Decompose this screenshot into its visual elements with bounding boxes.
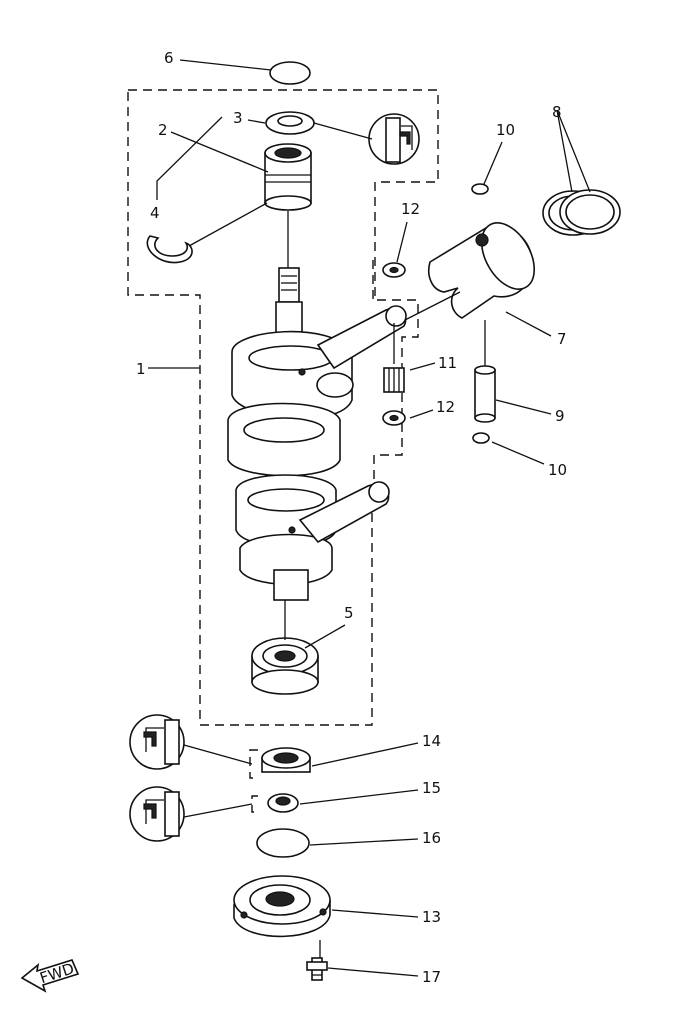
callout-9: 9 [555,407,565,425]
callout-14: 14 [422,732,441,750]
crankshaft-assembly-boundary [127,89,439,726]
part-12-upper-washer [382,262,406,278]
grease-apply-icon [129,714,185,770]
fwd-arrow-icon: FWD [20,959,80,993]
callout-5: 5 [344,604,354,622]
part-13-lower-housing [233,875,331,938]
part-10-upper-clip [471,183,489,195]
callout-15: 15 [422,779,441,797]
callout-8: 8 [552,103,562,121]
part-12-lower-washer [382,410,406,426]
callout-10-bottom: 10 [548,461,567,479]
callout-11: 11 [438,354,457,372]
part-10-lower-clip [472,432,490,444]
callout-2: 2 [158,121,168,139]
part-6-o-ring [269,61,311,85]
part-16-o-ring [256,828,310,858]
callout-3: 3 [233,109,243,127]
bearing-15-bracket [251,795,258,813]
callout-7: 7 [557,330,567,348]
callout-4: 4 [150,204,160,222]
callout-6: 6 [164,49,174,67]
part-7-piston [428,222,536,319]
part-5-bearing [251,637,319,695]
part-15-oil-seal [267,793,299,813]
part-8-piston-rings [542,189,621,236]
callout-17: 17 [422,968,441,986]
part-2-bearing [264,143,312,211]
callout-12-bottom: 12 [436,398,455,416]
grease-apply-icon [368,113,420,165]
part-9-piston-pin [474,365,496,423]
crankshaft [227,267,407,601]
part-17-bolt [306,957,328,981]
part-4-circlip [146,235,193,264]
callout-13: 13 [422,908,441,926]
part-14-oil-seal [261,747,311,773]
callout-10-top: 10 [496,121,515,139]
leader-lines [148,59,591,977]
callout-1: 1 [136,360,146,378]
part-3-oil-seal [265,111,315,135]
fwd-label: FWD [37,959,76,987]
callout-12-top: 12 [401,200,420,218]
part-11-needle-bearing [383,367,405,393]
grease-apply-icon [129,786,185,842]
callout-16: 16 [422,829,441,847]
